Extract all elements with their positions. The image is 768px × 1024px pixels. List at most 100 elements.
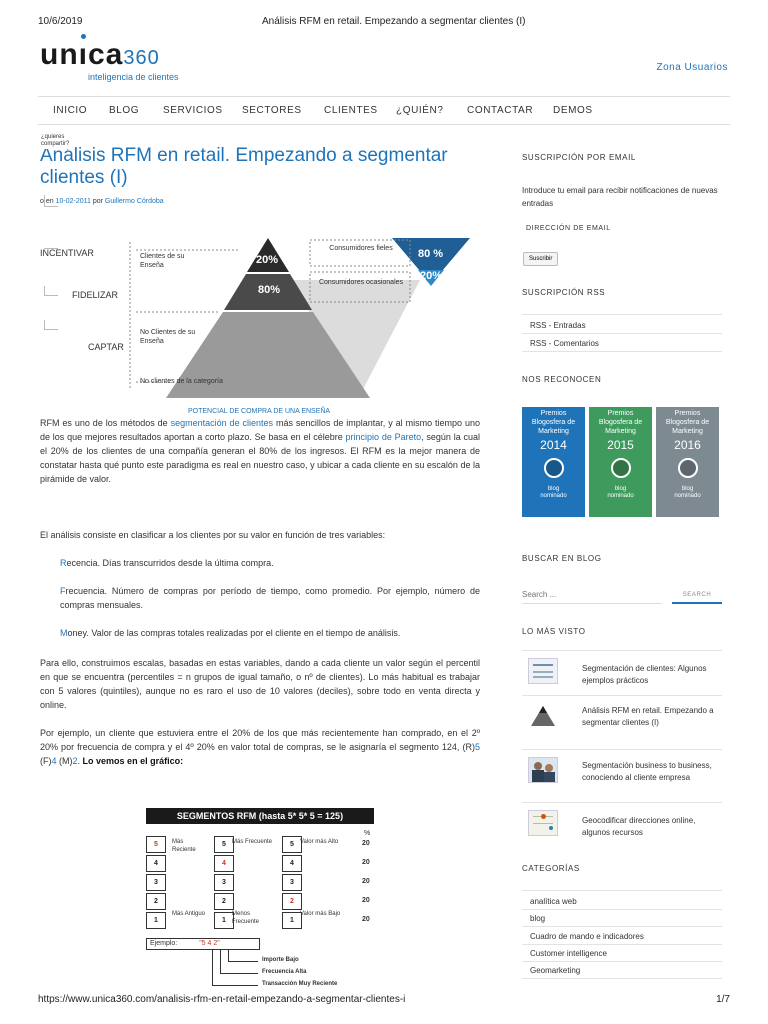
sidebar-recognition-heading: NOS RECONOCEN [522, 375, 602, 384]
category-customer-intelligence[interactable]: Customer intelligence [530, 949, 607, 958]
most-viewed-3[interactable]: Segmentación business to business, conoc… [582, 761, 712, 782]
pyramid-top-pct: 20% [256, 254, 279, 266]
most-viewed-4[interactable]: Geocodificar direcciones online, algunos… [582, 816, 696, 837]
pyramid-fieles: Consumidores fieles [329, 245, 393, 252]
post-thumb-geocodificar[interactable] [528, 810, 558, 836]
rss-entradas-link[interactable]: RSS - Entradas [530, 321, 586, 330]
pyramid-mid-pct: 80% [258, 284, 281, 296]
segment-cell-m: 1 [282, 912, 302, 929]
sidebar-search-heading: BUSCAR EN BLOG [522, 554, 602, 563]
article-author[interactable]: Guillermo Córdoba [104, 198, 164, 205]
category-cuadro-mando[interactable]: Cuadro de mando e indicadores [530, 932, 644, 941]
most-viewed-1[interactable]: Segmentación de clientes: Algunos ejempl… [582, 664, 707, 685]
inv-bottom [418, 270, 444, 286]
segment-cell-r: 1 [146, 912, 166, 929]
segment-cell-f: 1 [214, 912, 234, 929]
badge-year: 2016 [674, 438, 701, 452]
article-date[interactable]: 10-02-2011 [55, 198, 91, 205]
zona-usuarios-link[interactable]: Zona Usuarios [656, 62, 728, 73]
nav-item-servicios[interactable]: SERVICIOS [163, 105, 223, 116]
category-analitica-web[interactable]: analítica web [530, 897, 577, 906]
sidebar-most-heading: LO MÁS VISTO [522, 627, 586, 636]
segments-pct-header: % [364, 830, 371, 837]
post-thumb-segmentacion[interactable] [528, 658, 558, 684]
most-viewed-2[interactable]: Análisis RFM en retail. Empezando a segm… [582, 706, 714, 727]
badge-year: 2015 [607, 438, 634, 452]
sidebar-email-label: DIRECCIÓN DE EMAIL [526, 225, 611, 232]
link-segmentacion[interactable]: segmentación de clientes [170, 418, 274, 428]
segment-cell-r: 5 [146, 836, 166, 853]
pyramid-label-captar: CAPTAR [88, 342, 124, 352]
sidebar-email-heading: SUSCRIPCIÓN POR EMAIL [522, 153, 636, 162]
legend-importe: Importe Bajo [262, 957, 299, 963]
pyramid-label-incentivar: INCENTIVAR [40, 248, 94, 258]
legend-frecuencia: Frecuencia Alta [262, 969, 307, 975]
segments-title: SEGMENTOS RFM (hasta 5* 5* 5 = 125) [146, 808, 374, 824]
share-divider [44, 248, 58, 249]
nav-item-sectores[interactable]: SECTORES [242, 105, 302, 116]
pyramid-label-fidelizar: FIDELIZAR [72, 290, 119, 300]
badge-bulb-icon [677, 458, 698, 478]
nav-item-clientes[interactable]: CLIENTES [324, 105, 378, 116]
share-bar-icon[interactable] [44, 195, 58, 207]
print-title: Análisis RFM en retail. Empezando a segm… [262, 16, 526, 27]
sidebar-email-text: Introduce tu email para recibir notifica… [522, 186, 718, 208]
search-input[interactable] [522, 586, 662, 604]
rss-comentarios-link[interactable]: RSS - Comentarios [530, 339, 599, 348]
category-geomarketing[interactable]: Geomarketing [530, 966, 581, 975]
nav-item-inicio[interactable]: INICIO [53, 105, 88, 116]
segment-pct: 20 [362, 840, 370, 847]
pyramid-note-clientes: Clientes de su Enseña [140, 253, 185, 269]
badge-year: 2014 [540, 438, 567, 452]
badge-title: Premios Blogosfera de Marketing [531, 410, 576, 435]
post-thumb-b2b[interactable] [528, 757, 558, 783]
r-bottom: Más Antiguo [172, 911, 206, 917]
pyramid-figure: INCENTIVAR FIDELIZAR CAPTAR Clientes de … [40, 220, 480, 420]
segment-cell-f: 2 [214, 893, 234, 910]
f-top: Más Frecuente [232, 839, 273, 845]
segment-pct: 20 [362, 897, 370, 904]
inv-top-pct: 80 % [418, 248, 444, 260]
nav-item-demos[interactable]: DEMOS [553, 105, 593, 116]
nav-item-quien[interactable]: ¿QUIÉN? [396, 105, 444, 116]
segment-cell-r: 3 [146, 874, 166, 891]
article-title: Análisis RFM en retail. Empezando a segm… [40, 145, 448, 188]
post-thumb-rfm[interactable] [528, 703, 558, 729]
pyramid-graphic [129, 238, 470, 398]
share-bar-icon[interactable] [44, 286, 58, 296]
main-nav: INICIO BLOG SERVICIOS SECTORES CLIENTES … [38, 96, 730, 125]
badge-title: Premios Blogosfera de Marketing [665, 410, 710, 435]
variable-money: Money. Valor de las compras totales real… [60, 628, 401, 638]
pyramid-bottom [166, 312, 370, 398]
article-meta: o en 10-02-2011 por Guillermo Córdoba [40, 198, 164, 205]
badge-bulb-icon [543, 458, 564, 478]
variable-recencia: Recencia. Días transcurridos desde la úl… [60, 558, 274, 568]
sidebar-rss-heading: SUSCRIPCIÓN RSS [522, 288, 606, 297]
r-top: Más Reciente [172, 839, 196, 853]
badge-foot: blog nominado [607, 486, 634, 499]
share-bar-icon[interactable] [44, 320, 58, 330]
subscribe-button[interactable]: Suscribir [523, 252, 559, 266]
nav-item-contactar[interactable]: CONTACTAR [467, 105, 534, 116]
variable-frecuencia: Frecuencia. Número de compras por períod… [60, 586, 480, 610]
pyramid-top [247, 238, 289, 272]
segment-cell-m: 3 [282, 874, 302, 891]
print-page: 1/7 [716, 994, 730, 1005]
pyramid-ocasionales: Consumidores ocasionales [318, 279, 404, 286]
search-button[interactable]: SEARCH [672, 588, 722, 604]
share-widget[interactable]: ¿quieres compartir? [40, 133, 74, 149]
sidebar-cat-heading: CATEGORÍAS [522, 864, 580, 873]
paragraph-variables: El análisis consiste en clasificar a los… [40, 530, 386, 540]
logo-tagline: inteligencia de clientes [88, 72, 179, 82]
inv-bottom-pct: 20% [420, 270, 443, 282]
category-blog[interactable]: blog [530, 914, 546, 923]
nav-item-blog[interactable]: BLOG [109, 105, 140, 116]
link-pareto[interactable]: principio de Pareto [345, 432, 422, 442]
segment-cell-m: 2 [282, 893, 302, 910]
segment-cell-r: 4 [146, 855, 166, 872]
